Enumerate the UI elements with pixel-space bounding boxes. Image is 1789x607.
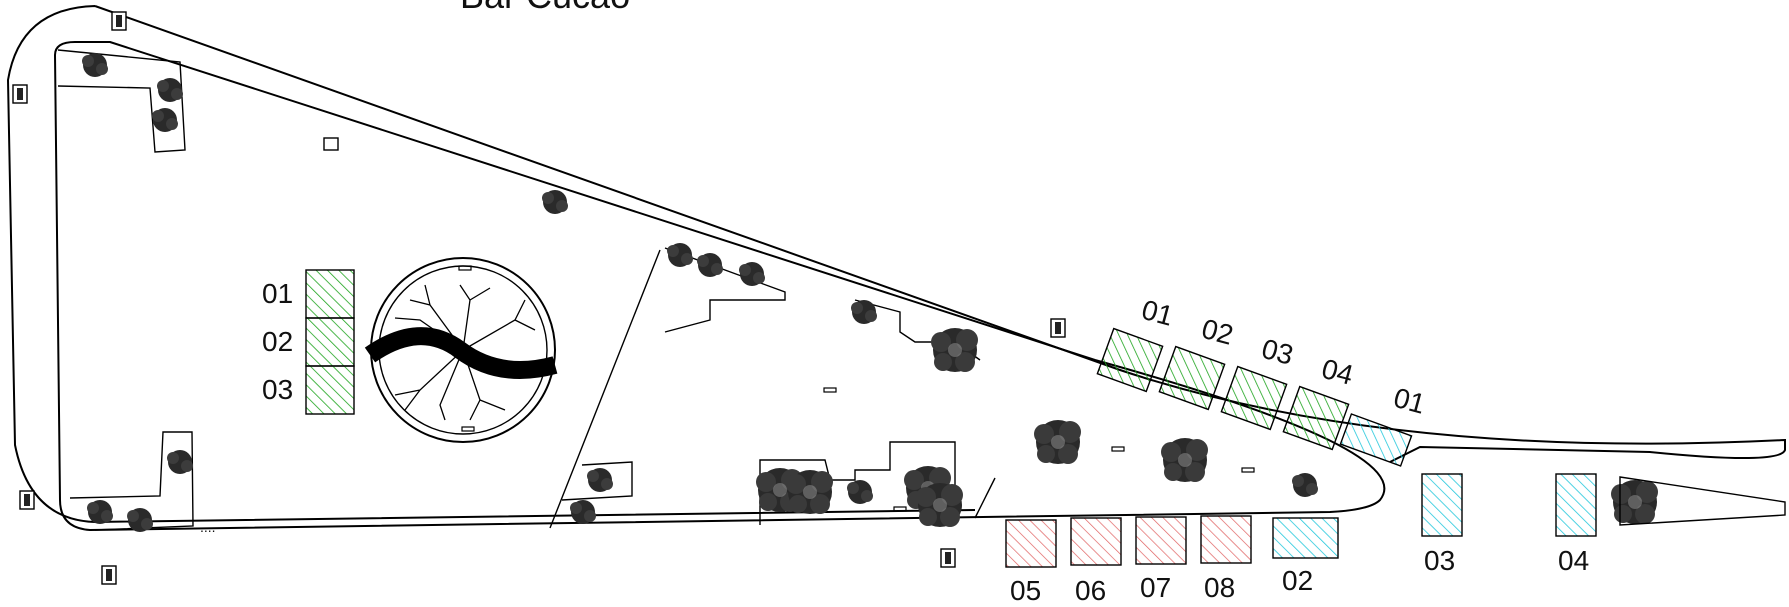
- red-label-08: 08: [1204, 572, 1235, 603]
- cyan-label-03: 03: [1424, 545, 1455, 576]
- tree-icon: [1161, 438, 1208, 482]
- tree-icon: [542, 190, 568, 214]
- tree-icon: [697, 253, 723, 277]
- tree-icon: [931, 328, 978, 372]
- end-strip: [1619, 476, 1786, 526]
- planter-block: [69, 431, 194, 531]
- planter-block: [759, 441, 956, 525]
- light-post-icon: [19, 490, 35, 510]
- light-post-icon: [111, 11, 127, 31]
- circular-garden: [364, 257, 558, 443]
- tree-icon: [570, 500, 596, 524]
- stack-label-02: 02: [262, 326, 293, 357]
- red-label-05: 05: [1010, 575, 1041, 606]
- bench-icon: [461, 426, 475, 432]
- planter-block: [57, 49, 186, 153]
- bench-icon: [1111, 446, 1125, 452]
- inner-block-boundary: [53, 41, 1386, 532]
- diag-label-03: 03: [1258, 333, 1296, 371]
- tree-icon: [152, 108, 178, 132]
- stack-label-03: 03: [262, 374, 293, 405]
- tree-icon: [1292, 473, 1318, 497]
- light-post-icon: [12, 84, 28, 104]
- bench-icon: [823, 387, 837, 393]
- light-post-icon: [940, 548, 956, 568]
- cyan-label-02: 02: [1282, 565, 1313, 596]
- outer-boundary: [6, 5, 1786, 524]
- road-edge-line: [974, 477, 996, 519]
- diagonal-parking-row: 01 02 03 04 01: [1096, 294, 1429, 467]
- bench-icon: [1241, 467, 1255, 473]
- tree-icon: [847, 480, 873, 504]
- stack-label-01: 01: [262, 278, 293, 309]
- tree-icon: [1034, 420, 1081, 464]
- tree-icon: [739, 262, 765, 286]
- cyan-label-04: 04: [1558, 545, 1589, 576]
- plan-title: Bar Cucão: [460, 0, 630, 16]
- light-post-icon: [101, 565, 117, 585]
- red-label-07: 07: [1140, 572, 1171, 603]
- bottom-parking-row: 05 06 07 08 02 03 04: [1005, 473, 1597, 606]
- left-green-stack: 01 02 03: [262, 269, 355, 415]
- planter-block: [561, 461, 633, 501]
- diag-label-04: 04: [1318, 353, 1356, 391]
- tree-icon: [82, 53, 108, 77]
- dots-text: ....: [200, 519, 216, 535]
- planter-block: [664, 247, 786, 333]
- tree-icon: [851, 300, 877, 324]
- tree-icon: [916, 483, 963, 527]
- diag-cyan-label-01: 01: [1390, 382, 1428, 420]
- tree-icon: [167, 450, 193, 474]
- tree-icon: [667, 243, 693, 267]
- internal-path-line: [549, 249, 661, 529]
- tree-icon: [87, 500, 113, 524]
- tree-icon: [587, 468, 613, 492]
- tree-icon: [786, 470, 833, 514]
- tree-icon: [1611, 480, 1658, 524]
- tree-icon: [157, 78, 183, 102]
- diag-label-02: 02: [1198, 313, 1236, 351]
- kiosk: [323, 137, 339, 151]
- diag-label-01: 01: [1138, 294, 1176, 332]
- red-label-06: 06: [1075, 575, 1106, 606]
- light-post-icon: [1050, 318, 1066, 338]
